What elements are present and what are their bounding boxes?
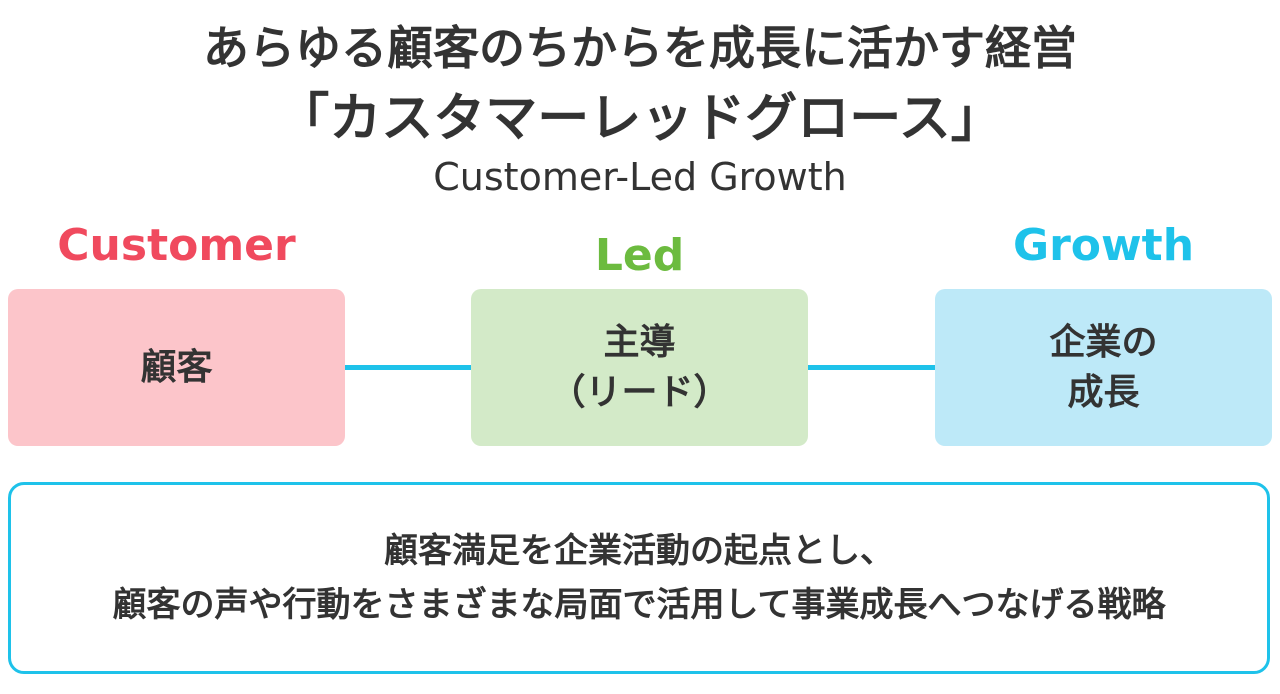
growth-box-text-line-2: 成長 bbox=[1067, 371, 1140, 413]
growth-box: 企業の 成長 bbox=[935, 289, 1272, 446]
summary-box: 顧客満足を企業活動の起点とし、 顧客の声や行動をさまざまな局面で活用して事業成長… bbox=[8, 482, 1270, 674]
customer-label: Customer bbox=[57, 220, 296, 271]
connector-customer-led bbox=[345, 365, 471, 370]
connector-led-growth bbox=[808, 365, 935, 370]
subtitle: Customer-Led Growth bbox=[433, 155, 847, 199]
customer-box-text: 顧客 bbox=[140, 346, 213, 388]
led-box-text-line-2: （リード） bbox=[549, 371, 730, 413]
summary-line-1: 顧客満足を企業活動の起点とし、 bbox=[384, 531, 894, 571]
growth-label: Growth bbox=[1012, 220, 1195, 271]
led-box: 主導 （リード） bbox=[471, 289, 808, 446]
growth-box-text-line-1: 企業の bbox=[1049, 321, 1158, 363]
led-label: Led bbox=[594, 230, 685, 281]
led-box-text-line-1: 主導 bbox=[603, 321, 676, 363]
title-line-2: 「カスタマーレッドグロース」 bbox=[277, 89, 1003, 149]
title-line-1: あらゆる顧客のちからを成長に活かす経営 bbox=[203, 21, 1077, 75]
summary-line-2: 顧客の声や行動をさまざまな局面で活用して事業成長へつなげる戦略 bbox=[112, 585, 1166, 625]
customer-box: 顧客 bbox=[8, 289, 345, 446]
